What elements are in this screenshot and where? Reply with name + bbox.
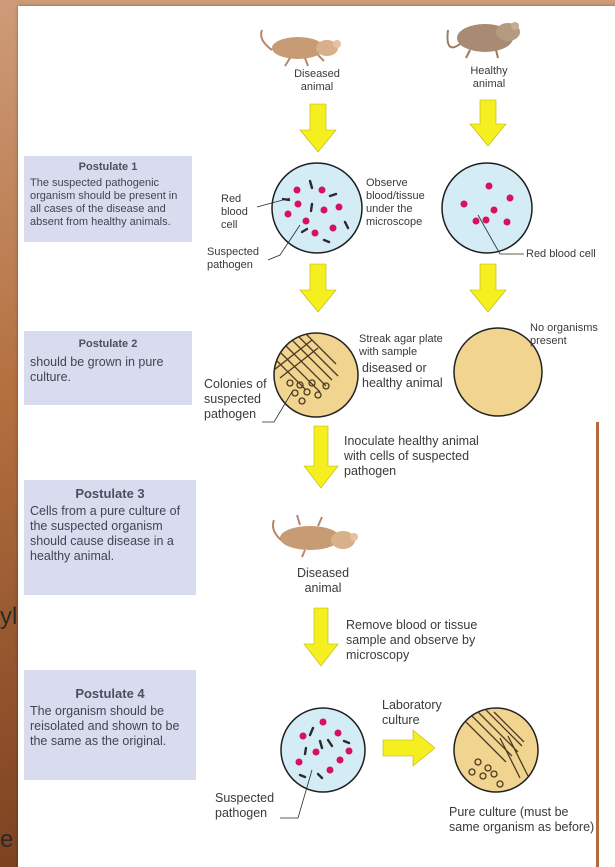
arrow-down-icon <box>470 100 506 146</box>
arrow-down-icon <box>304 608 338 666</box>
arrow-right-icon <box>383 730 435 766</box>
arrow-down-icon <box>300 264 336 312</box>
label-streak-agar: Streak agar plate with sample <box>359 333 459 357</box>
label-no-organisms: No organisms present <box>530 322 612 348</box>
label-red-blood-cell-left: Red blood cell <box>221 193 261 232</box>
label-colonies: Colonies of suspected pathogen <box>204 377 274 422</box>
label-diseased-animal: Diseased animal <box>284 68 350 94</box>
pure-culture-plate <box>454 708 538 792</box>
label-lab-culture: Laboratory culture <box>382 698 448 728</box>
arrow-down-icon <box>300 104 336 152</box>
label-remove-blood: Remove blood or tissue sample and observ… <box>346 618 486 663</box>
healthy-mouse-icon <box>448 22 521 58</box>
arrow-down-icon <box>304 426 338 488</box>
label-healthy-animal: Healthy animal <box>456 65 522 91</box>
blood-sample-diseased-dish <box>272 163 362 253</box>
label-red-blood-cell-right: Red blood cell <box>526 248 596 261</box>
agar-plate-empty <box>454 328 542 416</box>
agar-plate-colonies <box>274 333 358 417</box>
label-diseased-animal-2: Diseased animal <box>288 566 358 596</box>
label-pure-culture: Pure culture (must be same organism as b… <box>449 805 595 835</box>
label-from-diseased: diseased or healthy animal <box>362 361 454 391</box>
label-observe-blood: Observe blood/tissue under the microscop… <box>366 177 444 229</box>
blood-sample-healthy-dish <box>442 163 532 253</box>
arrow-down-icon <box>470 264 506 312</box>
diseased-mouse-1-icon <box>261 30 341 66</box>
diseased-mouse-2-icon <box>273 515 358 557</box>
label-inoculate: Inoculate healthy animal with cells of s… <box>344 434 484 479</box>
label-suspected-pathogen-2: Suspected pathogen <box>215 791 285 821</box>
reisolated-blood-dish <box>281 708 365 792</box>
label-suspected-pathogen-1: Suspected pathogen <box>207 246 267 272</box>
